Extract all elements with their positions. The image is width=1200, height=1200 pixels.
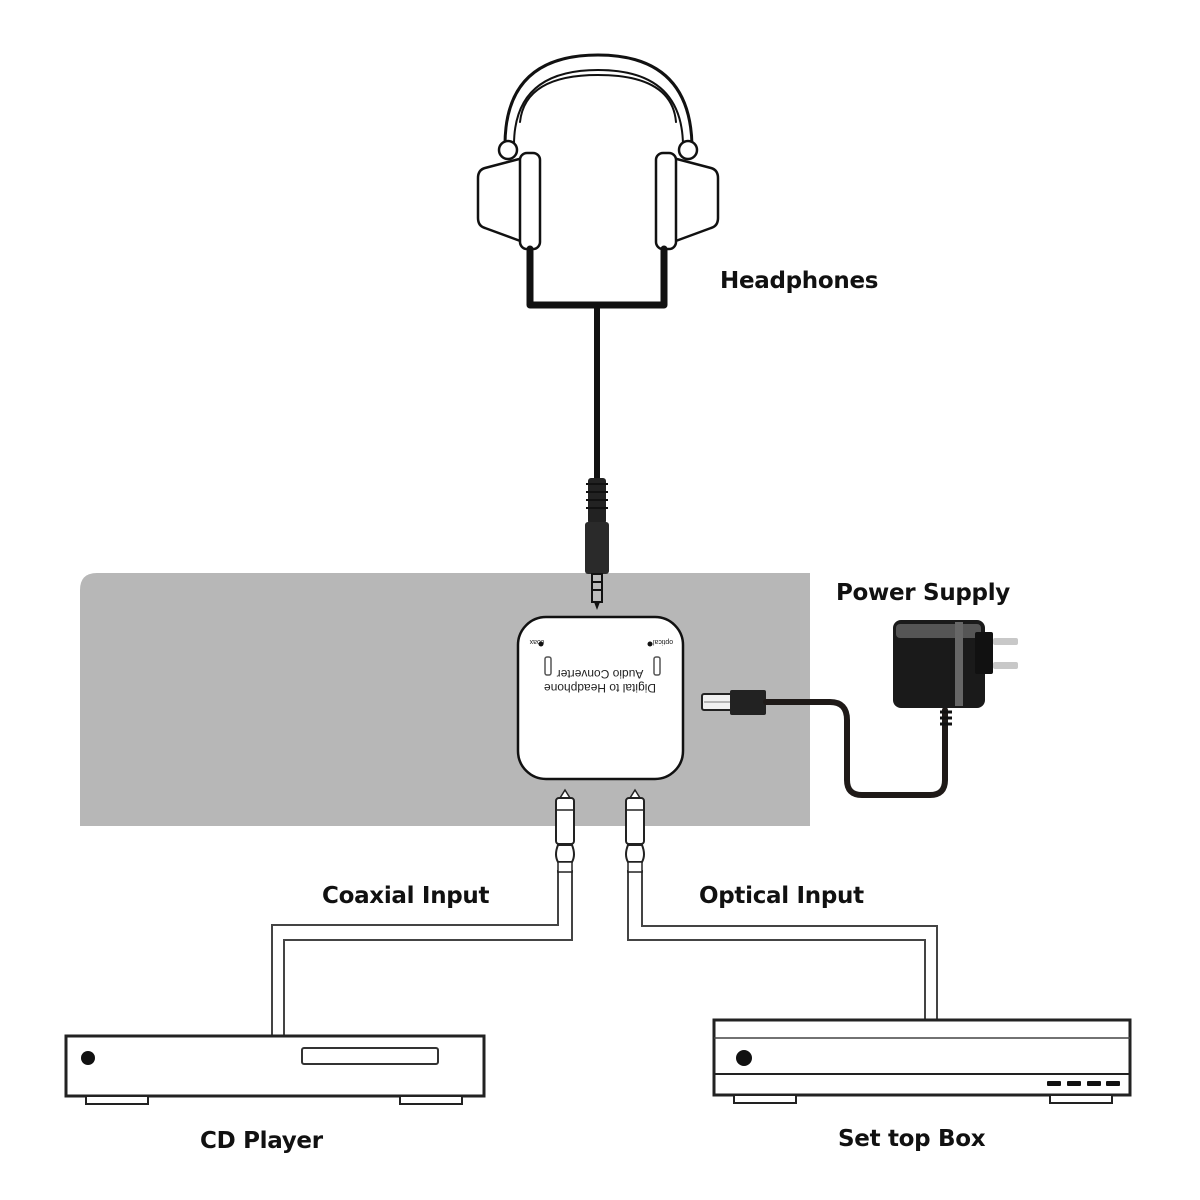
coaxial-input-label: Coaxial Input [322,883,490,909]
optical-connector-icon [625,788,645,873]
coaxial-cable [271,870,573,1040]
optical-input-label: Optical Input [699,883,864,909]
power-adapter-icon [893,620,1018,726]
gray-panel [80,573,810,826]
device-name-line2: Audio Converter [557,667,644,681]
optical-cable [627,870,938,1020]
status-led-left [538,641,544,647]
device-port-left-label: coax [529,638,544,645]
status-led-right [647,641,653,647]
coaxial-connector-icon [555,788,575,873]
set-top-box-icon [712,1018,1132,1104]
cd-player-icon [64,1034,486,1105]
switch-left [544,656,552,676]
power-cable [701,690,948,798]
switch-right [653,656,661,676]
device-name-line1: Digital to Headphone [544,681,656,695]
cd-player-label: CD Player [200,1128,323,1154]
power-supply-label: Power Supply [836,580,1010,606]
set-top-box-label: Set top Box [838,1126,986,1152]
converter-device: Digital to Headphone Audio Converter coa… [516,615,685,781]
headphones-label: Headphones [720,268,879,294]
device-port-right-label: optical [652,638,673,645]
headphones-icon [476,53,720,483]
audio-plug-icon [585,478,609,610]
